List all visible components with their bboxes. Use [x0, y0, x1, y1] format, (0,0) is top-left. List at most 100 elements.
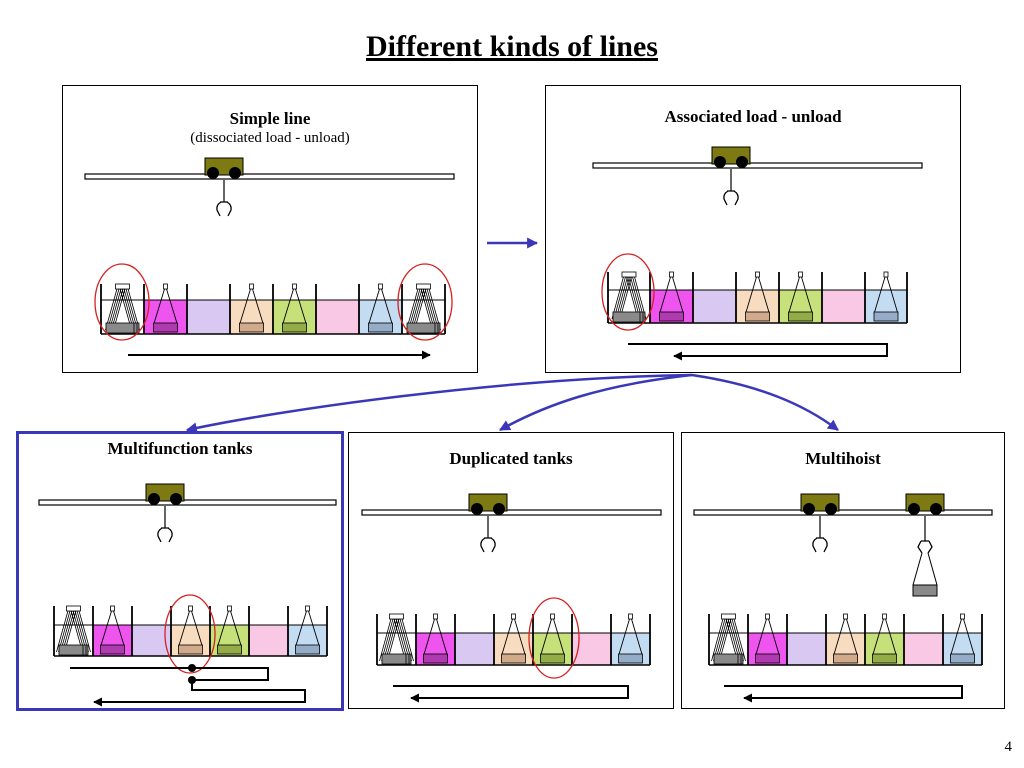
tank-pink — [249, 625, 288, 656]
tank-part — [618, 653, 643, 664]
highlight-circle — [397, 263, 453, 341]
panel-title: Associated load - unload — [664, 107, 842, 126]
junction-dot — [188, 664, 196, 672]
gripper — [812, 516, 828, 553]
parts-stack — [612, 311, 646, 323]
hanger-hook — [843, 613, 848, 620]
tank-row — [607, 271, 908, 324]
tank-part — [239, 322, 264, 333]
hanger-hook — [249, 283, 254, 290]
hanger-wires — [872, 618, 897, 657]
hoist — [905, 493, 945, 515]
hanger-wires — [950, 618, 975, 657]
highlight-circle — [528, 597, 580, 679]
gripper — [480, 516, 496, 553]
tank-loadunload — [611, 271, 647, 323]
tank-part — [755, 653, 780, 664]
arrow-to-multihoist — [691, 373, 839, 431]
hanger-hooks — [115, 283, 130, 290]
hanger-hook — [798, 271, 803, 278]
arrow-to-multifunction — [185, 373, 693, 434]
carried-part — [912, 584, 938, 597]
tank-loadunload — [56, 605, 91, 656]
gripper-jaws — [723, 190, 739, 206]
hoist — [145, 483, 185, 505]
hanger-hook — [550, 613, 555, 620]
hoist — [711, 146, 751, 168]
tank-green — [533, 613, 572, 665]
tank-blue — [288, 605, 327, 656]
panel-title: Simple line — [229, 109, 311, 128]
hoist — [800, 493, 840, 515]
tank-green — [865, 613, 904, 665]
hanger-hook — [292, 283, 297, 290]
hoist-wheel — [207, 167, 219, 179]
flow-path-return — [70, 667, 306, 707]
tank-green — [210, 605, 249, 656]
tank-liquid — [316, 300, 359, 334]
highlight-circle — [601, 253, 655, 331]
tank-loadunload — [406, 283, 441, 334]
tank-liquid — [187, 300, 230, 334]
rail — [38, 499, 337, 506]
tank-row — [53, 605, 328, 657]
panel-title: Multifunction tanks — [107, 439, 253, 458]
hoist-wheel — [803, 503, 815, 515]
tank-part — [872, 653, 897, 664]
hoist-wheel — [493, 503, 505, 515]
tank-pink — [904, 633, 943, 665]
hoist-wheel — [148, 493, 160, 505]
hanger-wires — [745, 276, 770, 315]
hoist-wheel — [930, 503, 942, 515]
hanger-wires — [423, 618, 448, 657]
hanger-wires — [873, 276, 899, 315]
hanger-wires — [618, 618, 643, 657]
tank-magenta — [93, 605, 132, 656]
hanger-wires — [540, 618, 565, 657]
hanger-hook — [378, 283, 383, 290]
hanger-wires — [239, 288, 264, 326]
tank-magenta — [144, 283, 187, 334]
hanger-wires — [368, 288, 393, 326]
tank-part — [423, 653, 448, 664]
tank-peach — [171, 605, 210, 656]
page-number: 4 — [1004, 739, 1013, 755]
parts-stack — [381, 653, 412, 665]
tank-liquid — [455, 633, 494, 665]
gripper-jaws — [812, 537, 828, 553]
hanger-hook — [227, 605, 232, 612]
tank-blue — [611, 613, 650, 665]
hoist-wheel — [825, 503, 837, 515]
hanger-wires — [178, 610, 203, 648]
tank-green — [779, 271, 822, 323]
hoist-wheel — [908, 503, 920, 515]
tank-liquid — [693, 290, 736, 323]
hoist — [468, 493, 508, 515]
panel-subtitle: (dissociated load - unload) — [190, 130, 350, 146]
flow-path-return — [628, 343, 888, 361]
tank-peach — [494, 613, 533, 665]
slide-title: Different kinds of lines — [366, 30, 658, 63]
hanger-hooks — [721, 613, 736, 620]
panel-title: Duplicated tanks — [449, 449, 573, 468]
tank-part — [501, 653, 526, 664]
hanger-hooks — [66, 605, 81, 612]
hanger-hook — [188, 605, 193, 612]
tank-blue — [943, 613, 982, 665]
hoist-wheel — [714, 156, 726, 168]
hoist — [204, 157, 244, 179]
hanger-hook — [765, 613, 770, 620]
hanger-hooks — [416, 283, 431, 290]
parts-stack — [713, 653, 744, 665]
rail — [592, 162, 923, 169]
hanger-wires — [153, 288, 178, 326]
hanger-hook — [883, 271, 889, 278]
hoist-wheel — [736, 156, 748, 168]
hanger-wires — [501, 618, 526, 657]
hanger-wires — [755, 618, 780, 657]
tank-loadunload — [711, 613, 746, 665]
tank-part — [178, 644, 203, 655]
hoist-wheel — [471, 503, 483, 515]
tank-part — [659, 311, 684, 322]
hanger-wires — [912, 552, 938, 586]
